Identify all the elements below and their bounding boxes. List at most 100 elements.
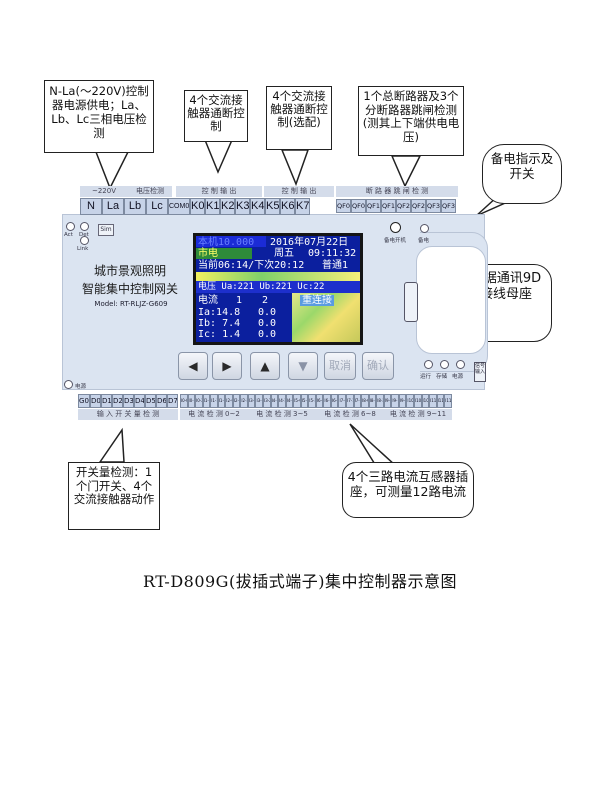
- terminal-current[interactable]: I6-1: [323, 394, 331, 408]
- power-led: [64, 380, 73, 389]
- terminal-qf1-2[interactable]: QF1-2: [381, 199, 396, 213]
- terminal-current[interactable]: I0-1: [187, 394, 196, 408]
- terminal-current[interactable]: I2-0: [225, 394, 233, 408]
- signal-input-tag: 信号输入: [474, 362, 486, 382]
- terminal-current[interactable]: I8-1: [368, 394, 377, 408]
- terminal-k7[interactable]: K7: [295, 198, 310, 215]
- terminal-current[interactable]: I11-0: [429, 394, 437, 408]
- terminal-qf0-1[interactable]: QF0-1: [336, 199, 351, 213]
- terminal-lc[interactable]: Lc: [146, 198, 168, 215]
- terminal-lb[interactable]: Lb: [124, 198, 146, 215]
- terminal-la[interactable]: La: [102, 198, 124, 215]
- terminal-d6[interactable]: D6: [156, 394, 167, 408]
- terminal-current[interactable]: I10-0: [406, 394, 414, 408]
- terminal-current[interactable]: I3-2: [263, 394, 271, 408]
- breaker-terminal-strip: QF0-1 QF0-2 QF1-1 QF1-2 QF2-1 QF2-2 QF3-…: [336, 199, 456, 213]
- terminal-current[interactable]: I3-0: [247, 394, 256, 408]
- backup-led: [420, 224, 429, 233]
- terminal-current[interactable]: I7-2: [353, 394, 362, 408]
- confirm-button[interactable]: 确认: [362, 352, 394, 380]
- terminal-current[interactable]: I5-0: [293, 394, 301, 408]
- db9-connector-icon[interactable]: [404, 282, 418, 322]
- terminal-qf3-1[interactable]: QF3-1: [426, 199, 441, 213]
- terminal-qf0-2[interactable]: QF0-2: [351, 199, 366, 213]
- terminal-current[interactable]: I9-0: [383, 394, 392, 408]
- terminal-current[interactable]: I0-0: [180, 394, 188, 408]
- terminal-d3[interactable]: D3: [123, 394, 134, 408]
- terminal-current[interactable]: I5-1: [300, 394, 309, 408]
- terminal-current[interactable]: I11-1: [436, 394, 445, 408]
- terminal-current[interactable]: I10-1: [413, 394, 422, 408]
- terminal-current[interactable]: I1-1: [210, 394, 218, 408]
- terminal-current[interactable]: I8-0: [361, 394, 369, 408]
- terminal-k4[interactable]: K4: [250, 198, 265, 215]
- link-label: Link: [77, 246, 89, 252]
- terminal-d2[interactable]: D2: [112, 394, 123, 408]
- terminal-qf1-1[interactable]: QF1-1: [366, 199, 381, 213]
- terminal-current[interactable]: I9-2: [398, 394, 407, 408]
- group-input-detect: 输 入 开 关 量 检 测: [78, 409, 178, 420]
- terminal-n[interactable]: N: [80, 198, 102, 215]
- terminal-current[interactable]: I1-2: [217, 394, 226, 408]
- supply-led: [456, 360, 465, 369]
- up-button[interactable]: ▲: [250, 352, 280, 380]
- terminal-current[interactable]: I6-2: [330, 394, 339, 408]
- backup-switch-label: 备电开机: [384, 238, 407, 244]
- pointer-contactor2: [280, 149, 310, 187]
- terminal-current[interactable]: I4-2: [285, 394, 294, 408]
- terminal-current[interactable]: I2-2: [240, 394, 248, 408]
- pointer-power: [94, 151, 130, 190]
- terminal-k0[interactable]: K0: [190, 198, 205, 215]
- terminal-current[interactable]: I2-1: [232, 394, 241, 408]
- power-led-label: 电源: [75, 384, 87, 390]
- cancel-button[interactable]: 取消: [324, 352, 356, 380]
- sim-slot[interactable]: Sim: [98, 224, 114, 236]
- terminal-current[interactable]: I1-0: [202, 394, 211, 408]
- group-current-9-11: 电 流 检 测 9~11: [384, 409, 452, 420]
- terminal-current[interactable]: I11-2: [444, 394, 452, 408]
- screen-ia: Ia:14.8: [198, 307, 241, 318]
- backup-power-switch-icon[interactable]: [390, 222, 401, 233]
- callout-backup: 备电指示及开关: [482, 144, 562, 204]
- terminal-d5[interactable]: D5: [145, 394, 156, 408]
- terminal-d7[interactable]: D7: [167, 394, 178, 408]
- terminal-current[interactable]: I9-1: [391, 394, 399, 408]
- terminal-current[interactable]: I0-2: [195, 394, 203, 408]
- terminal-qf2-1[interactable]: QF2-1: [396, 199, 411, 213]
- terminal-current[interactable]: I4-0: [270, 394, 279, 408]
- backup-led-label: 备电: [418, 238, 430, 244]
- terminal-current[interactable]: I7-1: [346, 394, 354, 408]
- top-terminal-strip: N La Lb Lc COM0 K0 K1 K2 K3 K4 K5 K6 K7: [80, 198, 310, 215]
- terminal-k2[interactable]: K2: [220, 198, 235, 215]
- terminal-com0[interactable]: COM0: [168, 198, 190, 215]
- device-title-2: 智能集中控制网关: [81, 282, 178, 296]
- terminal-k3[interactable]: K3: [235, 198, 250, 215]
- terminal-d0[interactable]: D0: [90, 394, 101, 408]
- terminal-current[interactable]: I4-1: [278, 394, 286, 408]
- pointer-breaker: [390, 155, 422, 188]
- down-button[interactable]: ▼: [288, 352, 318, 380]
- terminal-current[interactable]: I6-0: [315, 394, 324, 408]
- terminal-k1[interactable]: K1: [205, 198, 220, 215]
- group-220v: ~220V: [80, 186, 128, 197]
- group-current-6-8: 电 流 检 测 6~8: [316, 409, 384, 420]
- terminal-current[interactable]: I5-2: [308, 394, 316, 408]
- terminal-current[interactable]: I3-1: [255, 394, 264, 408]
- callout-contactor2: 4个交流接触器通断控制(选配): [266, 86, 332, 150]
- screen-weekday: 周五: [274, 248, 294, 259]
- terminal-qf2-2[interactable]: QF2-2: [411, 199, 426, 213]
- terminal-d1[interactable]: D1: [101, 394, 112, 408]
- terminal-current[interactable]: I7-0: [338, 394, 347, 408]
- store-led: [440, 360, 449, 369]
- terminal-g0[interactable]: G0: [78, 394, 90, 408]
- terminal-k6[interactable]: K6: [280, 198, 295, 215]
- left-button[interactable]: ◀: [178, 352, 208, 380]
- right-button[interactable]: ▶: [212, 352, 242, 380]
- device-model: Model: RT-RLJZ-G609: [94, 300, 168, 308]
- callout-current: 4个三路电流互感器插座，可测量12路电流: [342, 462, 474, 518]
- terminal-d4[interactable]: D4: [134, 394, 145, 408]
- terminal-k5[interactable]: K5: [265, 198, 280, 215]
- terminal-current[interactable]: I10-2: [421, 394, 430, 408]
- terminal-qf3-2[interactable]: QF3-2: [441, 199, 456, 213]
- terminal-current[interactable]: I8-2: [376, 394, 384, 408]
